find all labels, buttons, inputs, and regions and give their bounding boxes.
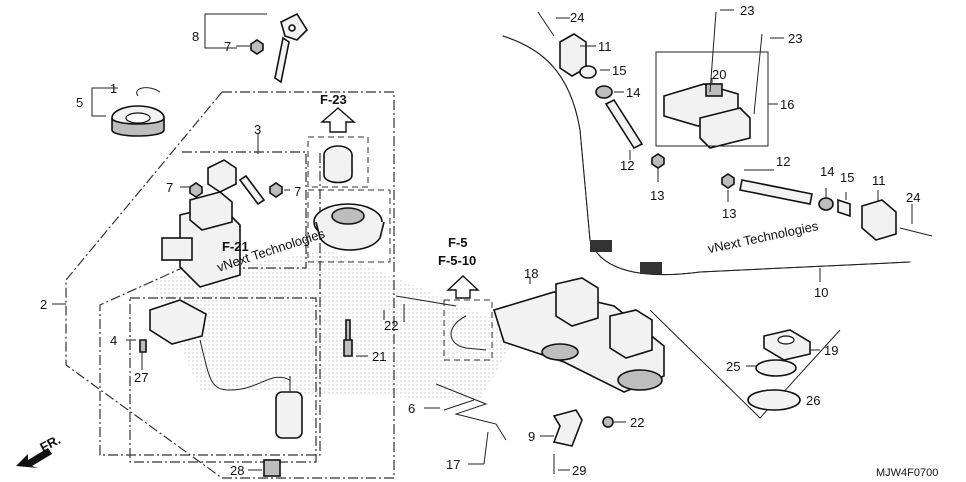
part-number-11-top: 11	[598, 39, 612, 54]
part-number-21: 21	[372, 349, 386, 364]
part-number-27: 27	[134, 370, 148, 385]
stay-drawing	[435, 383, 507, 441]
part-number-24-right: 24	[906, 190, 920, 205]
diagram-code: MJW4F0700	[876, 467, 938, 479]
part-number-26: 26	[806, 393, 820, 408]
screw-drawing-27	[139, 339, 147, 353]
stipple-shading	[150, 250, 520, 400]
part-number-4: 4	[110, 333, 117, 348]
front-indicator-label: FR.	[37, 432, 63, 455]
harness-drawing	[149, 299, 303, 439]
handlebar-drawing	[502, 35, 911, 276]
wire-clip-drawing	[450, 315, 487, 351]
part-number-22-right: 22	[630, 415, 644, 430]
leader-lines	[52, 9, 913, 471]
part-number-24-top: 24	[570, 10, 584, 25]
reference-f5: F-5	[448, 235, 468, 250]
part-number-16: 16	[780, 97, 794, 112]
bracket-drawing	[552, 409, 583, 447]
part-number-10: 10	[814, 285, 828, 300]
fuel-cap-box	[307, 189, 391, 263]
part-number-6: 6	[408, 401, 415, 416]
nut-drawing-right	[269, 182, 283, 198]
front-arrow-icon	[16, 448, 52, 468]
bolt-drawing-17	[483, 431, 489, 465]
wire-clip-box	[443, 299, 493, 361]
reference-f23: F-23	[320, 92, 347, 107]
upper-holder-drawing	[663, 11, 763, 149]
stem-nut-drawing	[763, 329, 811, 361]
bolt-drawing-22b	[602, 416, 614, 428]
part-number-29: 29	[572, 463, 586, 478]
nut-drawing-left	[189, 182, 203, 198]
arrow-up-f23	[320, 107, 356, 133]
washer-drawing-26	[747, 389, 801, 411]
part-number-20: 20	[712, 67, 726, 82]
part-number-18: 18	[524, 266, 538, 281]
part-number-13-top: 13	[650, 188, 664, 203]
part-number-2: 2	[40, 297, 47, 312]
top-bridge-drawing	[492, 277, 665, 393]
bolt-drawing-21	[343, 319, 353, 357]
part-number-17: 17	[446, 457, 460, 472]
part-number-12-top: 12	[620, 158, 634, 173]
ring-drawing	[111, 105, 165, 137]
bar-end-weight-drawing-right	[721, 173, 933, 241]
part-number-12-right: 12	[776, 154, 790, 169]
part-number-28: 28	[230, 463, 244, 478]
part-number-5: 5	[76, 95, 83, 110]
fuel-cap-drawing	[313, 203, 385, 251]
arrow-up-f5	[446, 275, 480, 299]
part-number-23-left: 23	[740, 3, 754, 18]
screw-drawing-24-top	[537, 11, 555, 37]
bar-end-weight-drawing-top	[559, 33, 665, 169]
part-number-7-left: 7	[166, 180, 173, 195]
part-number-25: 25	[726, 359, 740, 374]
part-number-19: 19	[824, 343, 838, 358]
group-outline-switch	[99, 151, 321, 456]
part-number-22-left: 22	[384, 318, 398, 333]
part-number-3: 3	[254, 122, 261, 137]
part-number-23-right: 23	[788, 31, 802, 46]
part-number-13-right: 13	[722, 206, 736, 221]
ignition-switch-drawing	[161, 159, 266, 288]
fuel-cap-lock-box	[307, 136, 369, 188]
reference-f21: F-21	[222, 239, 249, 254]
part-number-9: 9	[528, 429, 535, 444]
washer-drawing-25	[755, 359, 797, 377]
part-number-7-right: 7	[294, 184, 301, 199]
connector-drawing-28	[263, 459, 281, 477]
holder-group-box	[655, 51, 769, 147]
part-number-1: 1	[110, 81, 117, 96]
watermark-right: vNext Technologies	[706, 218, 820, 256]
key-drawing	[274, 12, 309, 84]
leader-handlebar-to-lower	[649, 309, 841, 419]
nut-drawing	[250, 39, 264, 55]
fuel-cap-lock-drawing	[323, 145, 353, 184]
part-number-11-right: 11	[872, 173, 886, 188]
reference-f5-10: F-5-10	[438, 253, 476, 268]
circlip-drawing	[136, 87, 161, 97]
part-number-15-right: 15	[840, 170, 854, 185]
group-outline-harness	[129, 297, 317, 463]
group-outline-ignition-set	[65, 91, 395, 479]
part-number-15-top: 15	[612, 63, 626, 78]
bolt-drawing-22	[395, 295, 457, 307]
part-number-14-top: 14	[626, 85, 640, 100]
part-number-8: 8	[192, 29, 199, 44]
part-number-14-right: 14	[820, 164, 834, 179]
part-number-7-top: 7	[224, 39, 231, 54]
